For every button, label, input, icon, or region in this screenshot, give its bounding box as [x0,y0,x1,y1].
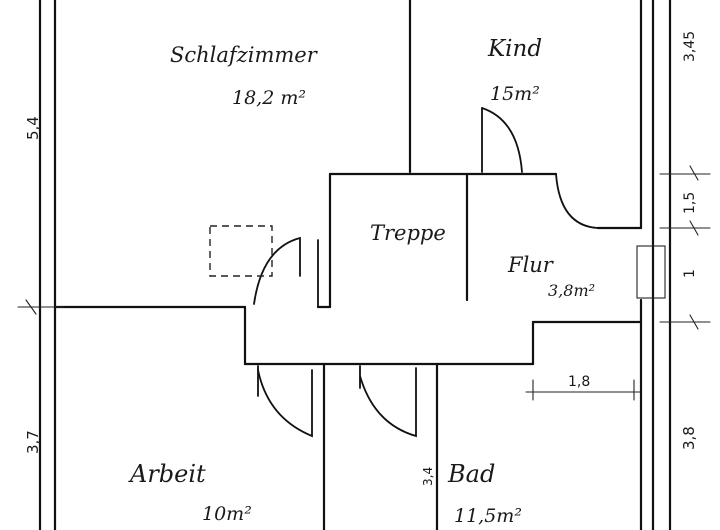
room-treppe-name: Treppe [370,221,446,245]
dashed-fixture [209,225,273,277]
room-schlafzimmer-area: 18,2 m² [232,87,306,109]
room-kind-name: Kind [487,36,542,62]
room-flur-area: 3,8m² [548,281,595,300]
room-kind-area: 15m² [490,83,540,105]
dim-flur-width: 1,8 [568,374,590,390]
dim-right-mid1: 1,5 [682,192,698,214]
dim-right-lower: 3,8 [680,426,698,450]
room-flur-name: Flur [507,253,555,277]
interior-walls [53,0,643,530]
dim-right-top: 3,45 [682,31,698,62]
room-bad-area: 11,5m² [454,505,522,527]
room-schlafzimmer-name: Schlafzimmer [170,43,319,67]
dimension-lines [17,165,711,401]
room-arbeit-area: 10m² [202,503,252,525]
doors [253,107,599,438]
room-bad-name: Bad [447,460,495,488]
dim-bad-small: 3,4 [421,467,435,486]
window [636,245,666,299]
outer-walls [38,0,672,530]
room-arbeit-name: Arbeit [128,460,206,488]
dim-left-upper: 5,4 [24,116,42,140]
dim-left-lower: 3,7 [24,430,42,454]
dim-right-mid2: 1 [682,269,698,278]
